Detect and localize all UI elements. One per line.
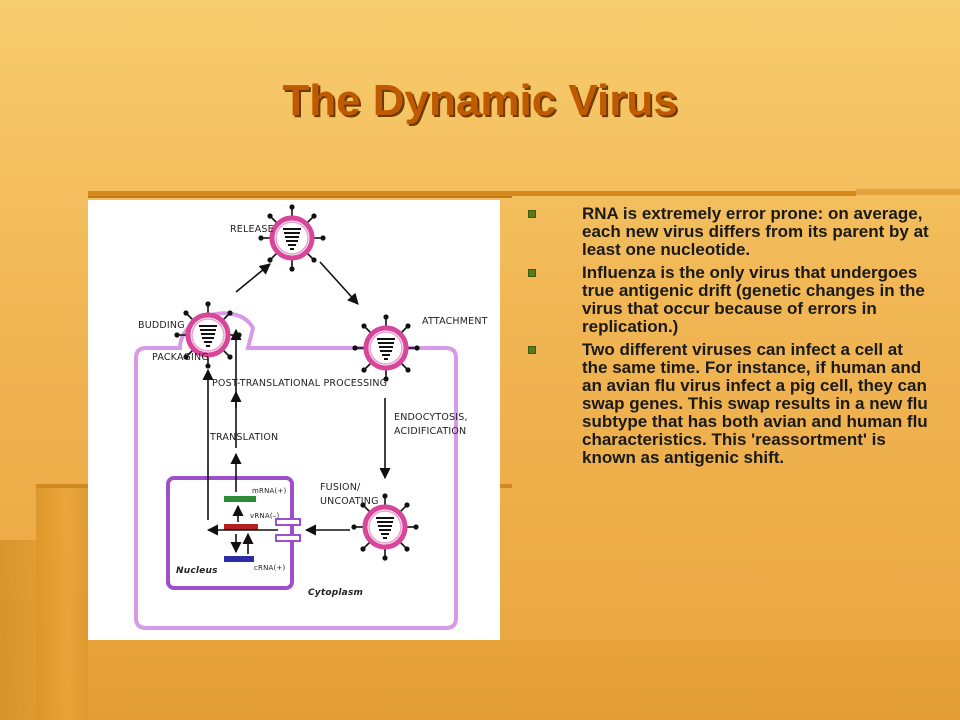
label-vrna: vRNA(–) (250, 512, 280, 520)
label-cytoplasm: Cytoplasm (308, 588, 364, 598)
label-endocytosis: ENDOCYTOSIS, (394, 412, 468, 423)
virion-release (258, 204, 325, 271)
label-release: RELEASE (230, 224, 274, 235)
arrow-bud-to-release (235, 263, 271, 293)
mrna-bar (224, 496, 256, 502)
bullet-item: Two different viruses can infect a cell … (528, 341, 930, 467)
background-rule (88, 191, 856, 196)
virus-lifecycle-diagram: RELEASE BUDDING PACKAGING ATTACHMENT POS… (88, 200, 500, 640)
bullet-text: Influenza is the only virus that undergo… (582, 263, 925, 337)
label-uncoating: UNCOATING (320, 496, 379, 507)
square-bullet-icon (528, 210, 536, 218)
nucleus-membrane (166, 476, 294, 590)
label-packaging: PACKAGING (152, 352, 209, 363)
arrow-release-to-attachment (319, 261, 359, 305)
label-attachment: ATTACHMENT (422, 316, 488, 327)
bullet-list: RNA is extremely error prone: on average… (528, 204, 930, 472)
label-translation: TRANSLATION (210, 432, 279, 443)
label-fusion: FUSION/ (320, 482, 361, 493)
background-band (88, 640, 960, 720)
label-crna: cRNA(+) (254, 564, 286, 572)
bullet-item: RNA is extremely error prone: on average… (528, 204, 930, 260)
vrna-bar (224, 524, 258, 530)
bullet-item: Influenza is the only virus that undergo… (528, 264, 930, 336)
background-band (36, 486, 88, 720)
label-acidification: ACIDIFICATION (394, 426, 467, 437)
background-band (0, 540, 36, 720)
nuclear-pore (275, 518, 301, 542)
bullet-text: Two different viruses can infect a cell … (582, 340, 928, 468)
slide-title: The Dynamic Virus (282, 76, 678, 125)
label-budding: BUDDING (138, 320, 185, 331)
label-post-translational: POST-TRANSLATIONAL PROCESSING (212, 378, 388, 389)
diagram-drawing (134, 200, 458, 630)
label-nucleus: Nucleus (176, 566, 218, 576)
square-bullet-icon (528, 346, 536, 355)
background-rule (856, 189, 960, 195)
label-mrna: mRNA(+) (252, 487, 287, 495)
background-rule (88, 196, 512, 198)
virion-attachment (352, 314, 419, 381)
crna-bar (224, 556, 254, 562)
bullet-text: RNA is extremely error prone: on average… (582, 204, 929, 260)
square-bullet-icon (528, 269, 536, 278)
